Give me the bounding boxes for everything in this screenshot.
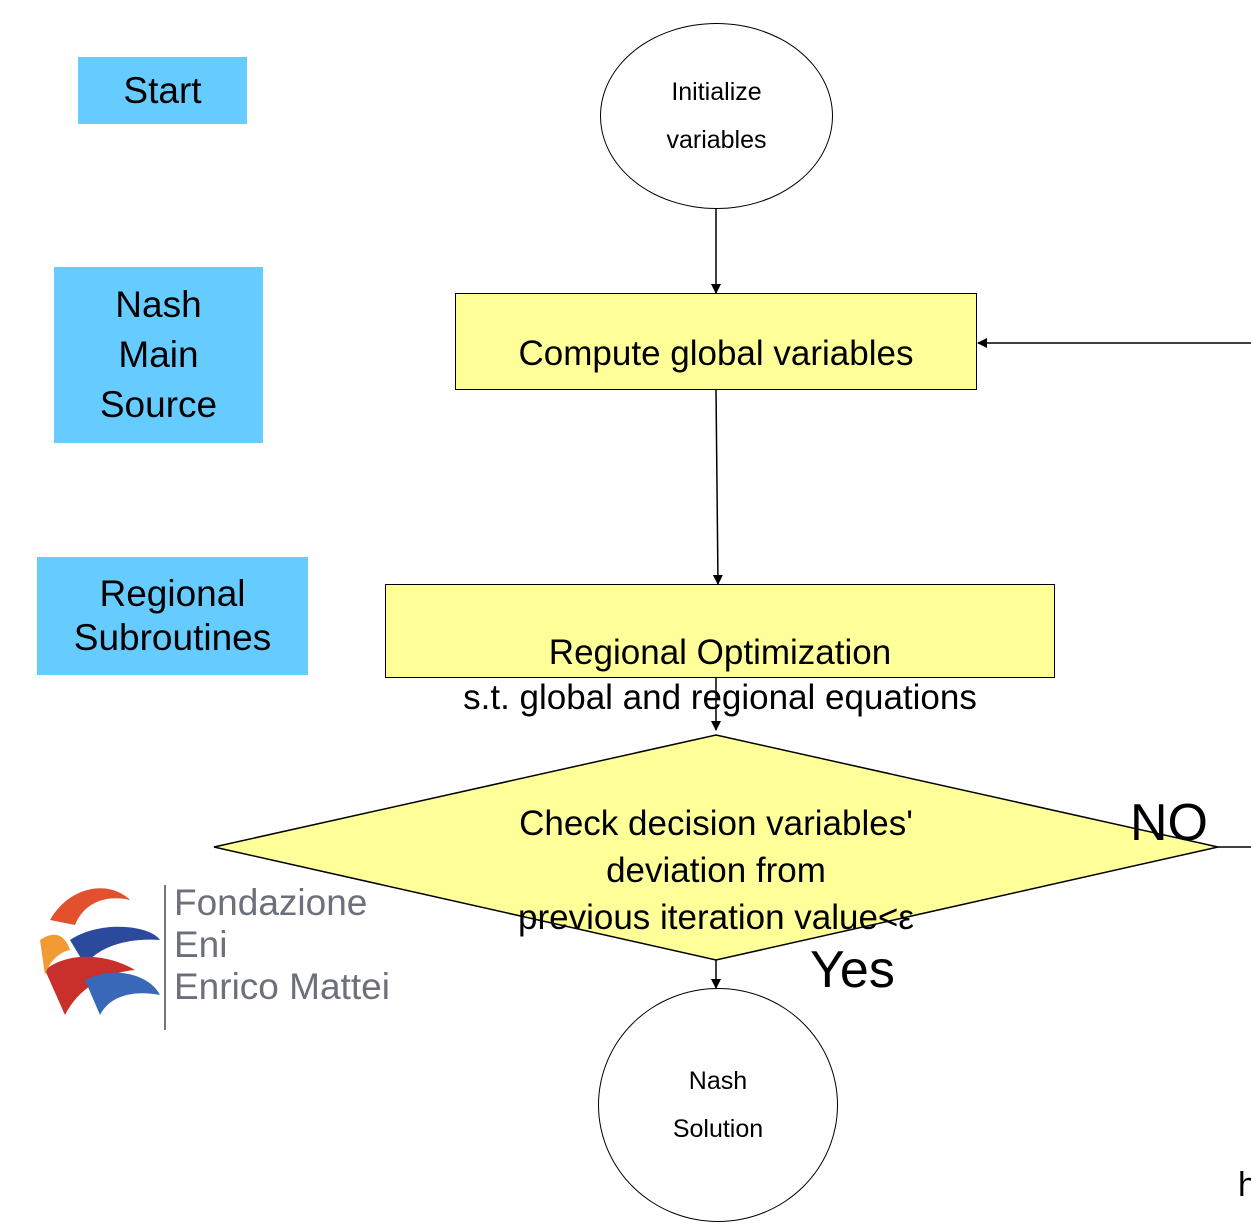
compute-global-variables-text: Compute global variables [518, 334, 914, 373]
logo-mark [40, 885, 166, 1030]
decision-text: Check decision variables' deviation from… [416, 800, 1016, 941]
nash-solution-node: Nash Solution [598, 988, 838, 1222]
logo-line-1: Fondazione [174, 882, 368, 923]
nash-main-source-text: Nash Main Source [99, 284, 218, 425]
regional-optimization-box: Regional Optimization s.t. global and re… [385, 584, 1055, 717]
regional-subroutines-label: Regional Subroutines [37, 557, 308, 675]
no-branch-label: NO [1130, 794, 1208, 852]
compute-global-variables-box: Compute global variables [455, 293, 977, 390]
initialize-variables-node: Initialize variables [600, 23, 833, 209]
yes-branch-label: Yes [810, 941, 895, 999]
arrow-compute-to-regional [712, 389, 723, 585]
initialize-variables-text: Initialize variables [666, 78, 767, 154]
decision-text-line-2: deviation from [606, 851, 826, 890]
edge-fragment-text: h [1238, 1166, 1251, 1204]
logo-line-2: Eni [174, 924, 228, 965]
nash-main-source-label: Nash Main Source [54, 267, 263, 443]
start-label-text: Start [123, 69, 202, 111]
regional-subroutines-text: Regional Subroutines [73, 573, 272, 658]
regional-optimization-text: Regional Optimization s.t. global and re… [463, 633, 977, 717]
decision-text-line-1: Check decision variables' [519, 804, 913, 843]
start-label: Start [78, 57, 247, 124]
logo-line-3: Enrico Mattei [174, 966, 390, 1007]
decision-text-line-3: previous iteration value<ε [518, 898, 914, 937]
nash-solution-text: Nash Solution [672, 1067, 764, 1143]
fondazione-logo-text: Fondazione Eni Enrico Mattei [174, 882, 390, 1008]
